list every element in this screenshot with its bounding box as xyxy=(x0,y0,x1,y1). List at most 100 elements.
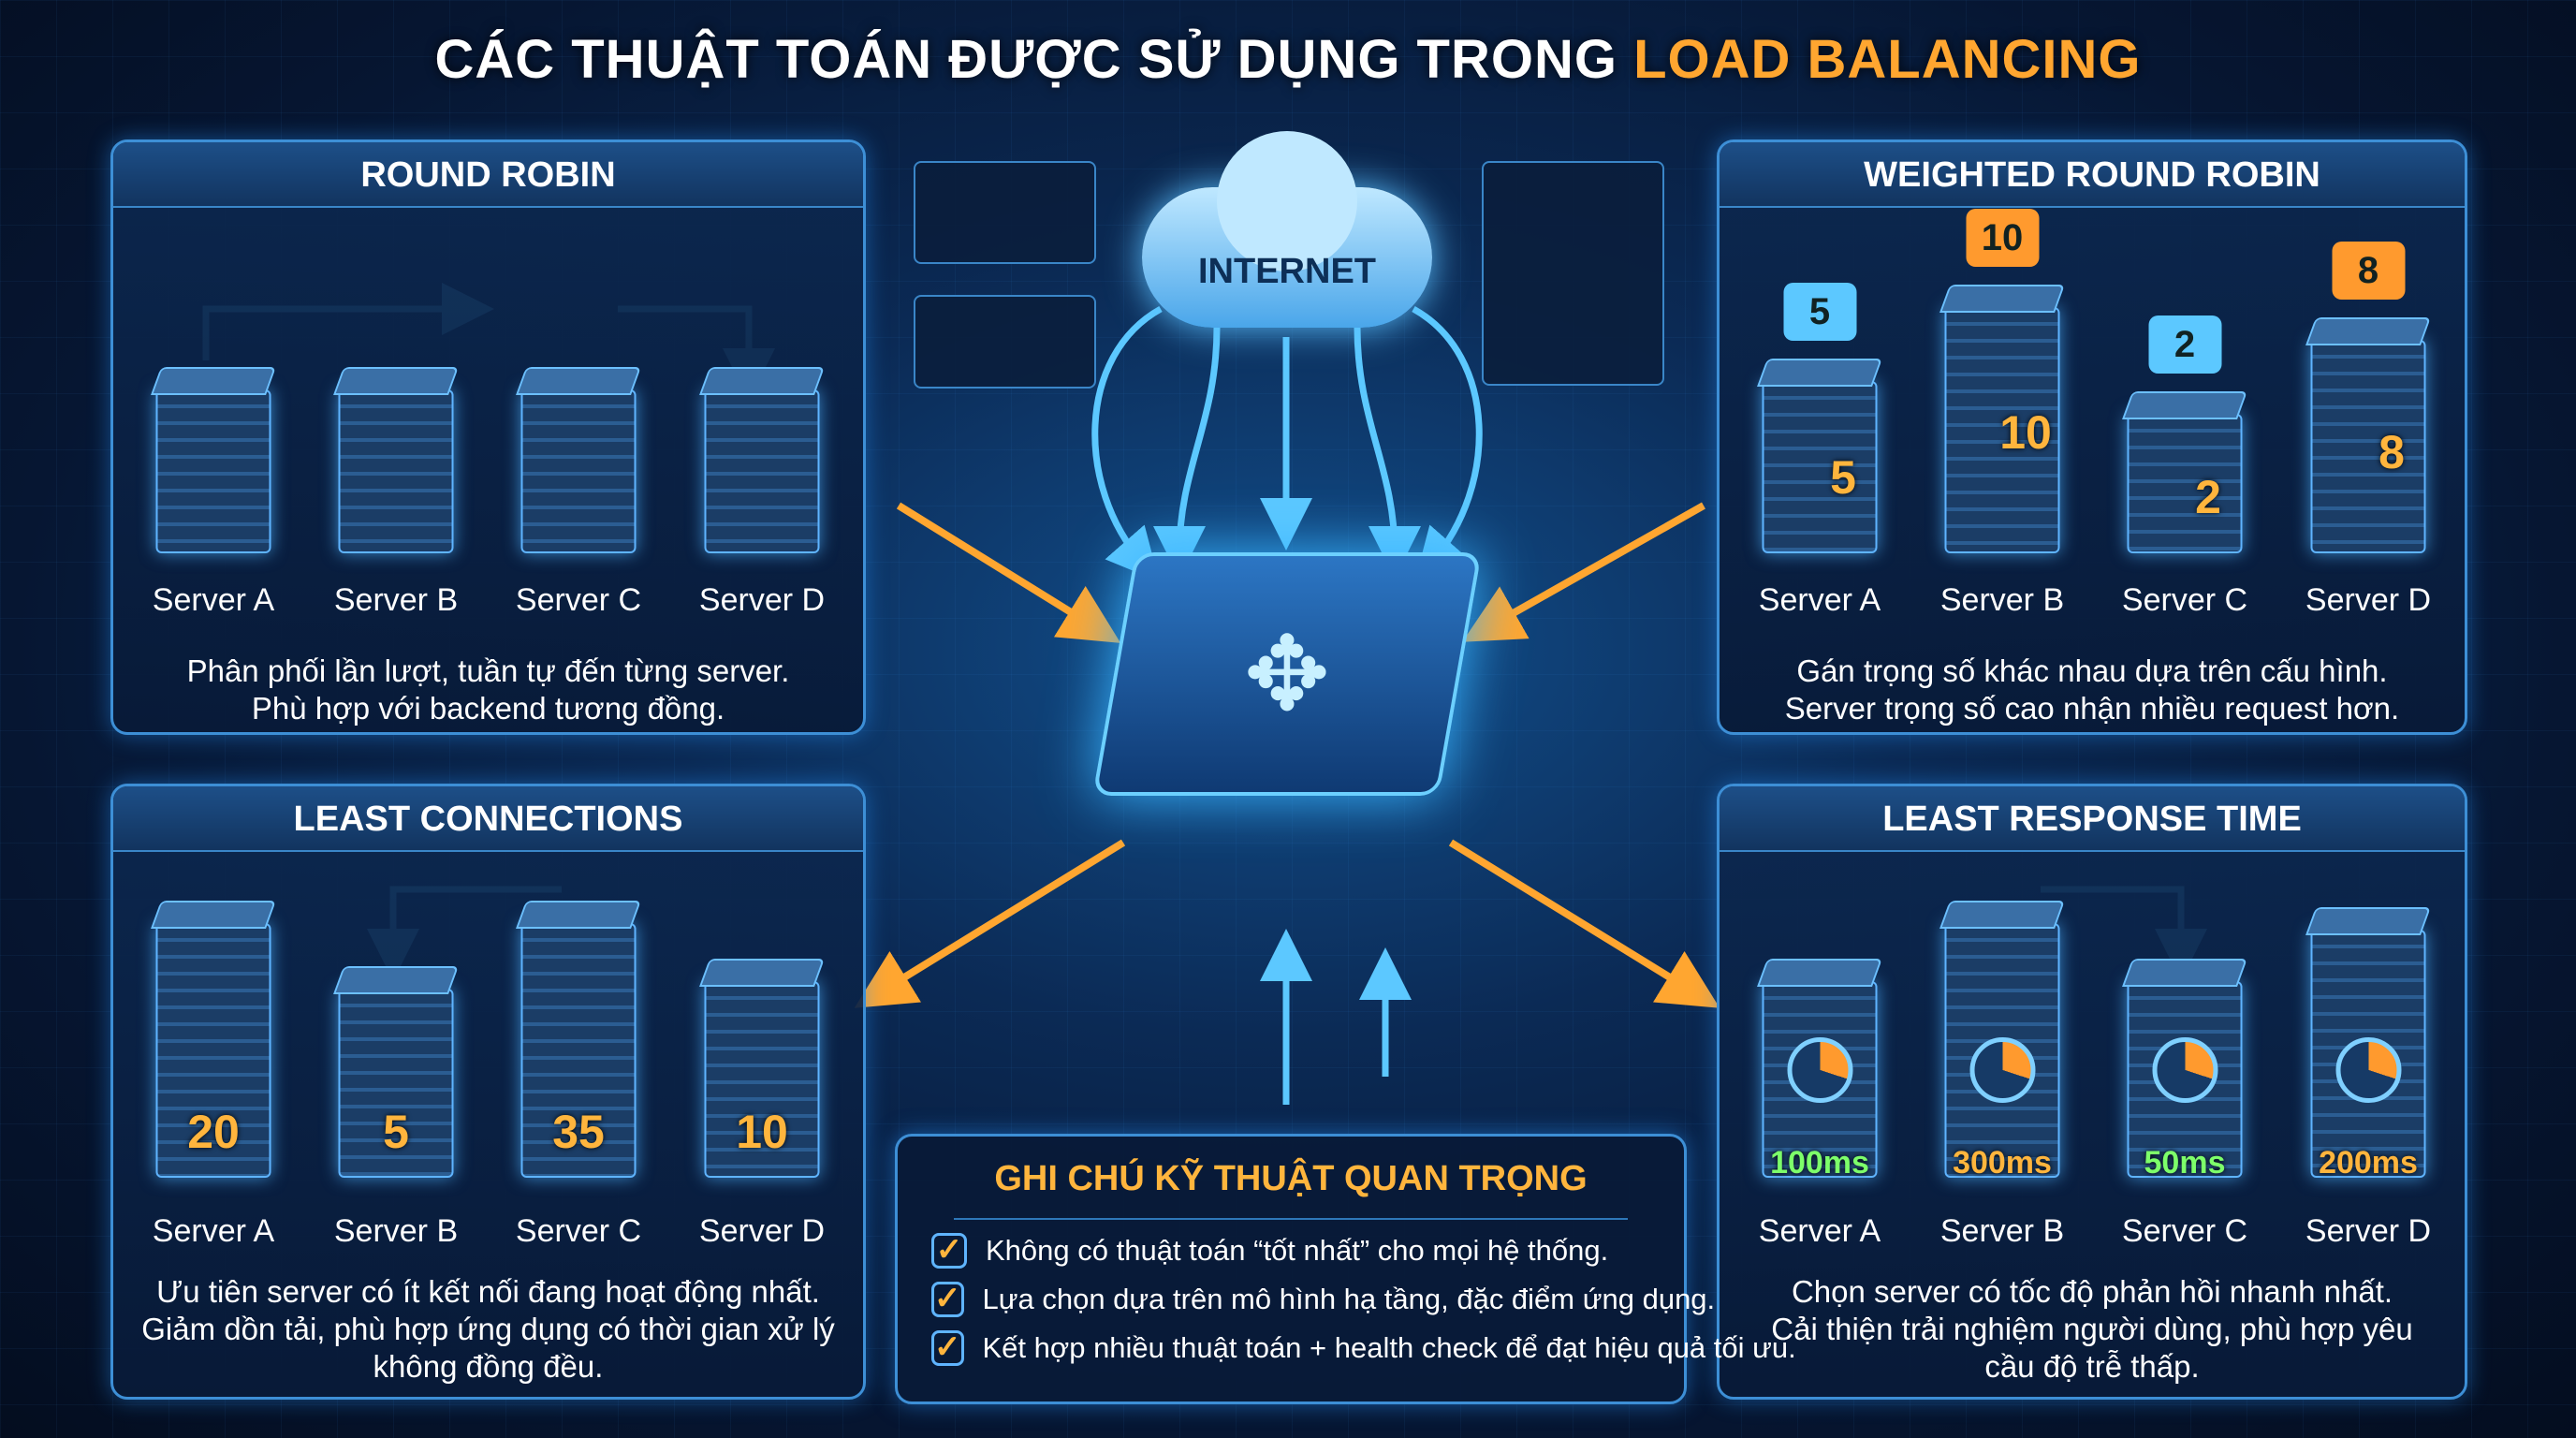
server-rack-icon xyxy=(2310,340,2426,553)
server-rack-icon xyxy=(338,389,454,553)
panel-title: WEIGHTED ROUND ROBIN xyxy=(1720,142,2465,208)
title-highlight: LOAD BALANCING xyxy=(1633,29,2142,90)
server-b xyxy=(338,389,454,553)
server-d: 200ms xyxy=(2310,930,2426,1181)
response-time: 100ms xyxy=(1770,1145,1869,1181)
technical-notes-box: GHI CHÚ KỸ THUẬT QUAN TRỌNG ✓ Không có th… xyxy=(895,1134,1796,1404)
server-c xyxy=(520,389,637,553)
server-rack-icon xyxy=(1944,307,2060,553)
weight-badge: 5 xyxy=(1783,283,1856,341)
server-label: Server D xyxy=(2305,1213,2432,1249)
server-d xyxy=(704,389,820,553)
server-label: Server C xyxy=(515,582,642,618)
distribute-arrows-icon: ✥ xyxy=(1243,617,1331,732)
server-label: Server B xyxy=(1939,582,2065,618)
panel-title: LEAST RESPONSE TIME xyxy=(1720,786,2465,852)
server-rack-icon xyxy=(2127,414,2243,553)
weight-badge: 2 xyxy=(2148,315,2221,374)
page-title: CÁC THUẬT TOÁN ĐƯỢC SỬ DỤNG TRONG LOAD B… xyxy=(0,28,2576,91)
server-rack-icon xyxy=(1762,381,1878,553)
response-time: 300ms xyxy=(1953,1145,2052,1181)
server-label: Server A xyxy=(1758,1213,1881,1249)
notes-title: GHI CHÚ KỸ THUẬT QUAN TRỌNG xyxy=(954,1159,1628,1220)
title-text: CÁC THUẬT TOÁN ĐƯỢC SỬ DỤNG TRONG xyxy=(434,29,1634,90)
bar-chart-window-icon xyxy=(914,295,1096,389)
server-rack-icon xyxy=(704,981,820,1178)
checkbox-icon: ✓ xyxy=(931,1330,964,1366)
panel-description: Gán trọng số khác nhau dựa trên cấu hình… xyxy=(1720,653,2465,727)
note-text: Không có thuật toán “tốt nhất” cho mọi h… xyxy=(986,1234,1609,1267)
connection-count: 10 xyxy=(736,1106,788,1158)
description-line: Cải thiện trải nghiệm người dùng, phù hợ… xyxy=(1771,1312,2413,1346)
panel-description: Ưu tiên server có ít kết nối đang hoạt đ… xyxy=(113,1273,863,1386)
server-label: Server D xyxy=(698,1213,826,1249)
connection-count: 35 xyxy=(552,1106,605,1158)
server-rack-icon xyxy=(155,923,271,1178)
weight-badge: 8 xyxy=(2332,242,2405,300)
response-time: 50ms xyxy=(2144,1145,2226,1181)
server-rack-icon xyxy=(2127,981,2243,1178)
server-rack-icon xyxy=(338,989,454,1178)
server-a: 100ms xyxy=(1762,981,1878,1181)
code-window-icon xyxy=(914,161,1096,264)
panel-description: Phân phối lần lượt, tuần tự đến từng ser… xyxy=(113,653,863,727)
server-label: Server C xyxy=(515,1213,642,1249)
description-line: cầu độ trễ thấp. xyxy=(1984,1349,2200,1384)
stopwatch-icon xyxy=(2152,1037,2217,1103)
checkbox-icon: ✓ xyxy=(931,1233,967,1269)
server-rack-icon xyxy=(520,389,637,553)
description-line: không đồng đều. xyxy=(373,1349,604,1384)
server-a xyxy=(155,389,271,553)
server-rack-icon xyxy=(520,923,637,1178)
panel-title: ROUND ROBIN xyxy=(113,142,863,208)
weight-value: 2 xyxy=(2195,470,2221,523)
panel-description: Chọn server có tốc độ phản hồi nhanh nhấ… xyxy=(1720,1273,2465,1386)
server-label: Server A xyxy=(152,582,275,618)
description-line: Phù hợp với backend tương đồng. xyxy=(251,691,725,726)
panel-title: LEAST CONNECTIONS xyxy=(113,786,863,852)
server-label: Server B xyxy=(1939,1213,2065,1249)
server-label: Server C xyxy=(2121,582,2248,618)
server-b: 5 xyxy=(338,989,454,1178)
load-balancer-chip: ✥ xyxy=(1092,552,1482,796)
weight-badge: 10 xyxy=(1966,209,2039,267)
terminal-window-icon xyxy=(1482,161,1664,386)
weight-value: 5 xyxy=(1830,450,1856,504)
server-label: Server B xyxy=(333,582,459,618)
stopwatch-icon xyxy=(1969,1037,2035,1103)
internet-label: INTERNET xyxy=(1198,252,1376,291)
server-c: 50ms xyxy=(2127,981,2243,1181)
checkbox-icon: ✓ xyxy=(931,1282,964,1317)
internet-cloud: INTERNET xyxy=(1142,131,1432,328)
description-line: Chọn server có tốc độ phản hồi nhanh nhấ… xyxy=(1791,1274,2393,1309)
connection-count: 5 xyxy=(383,1106,409,1158)
server-label: Server A xyxy=(152,1213,275,1249)
note-text: Kết hợp nhiều thuật toán + health check … xyxy=(982,1331,1796,1364)
server-rack-icon xyxy=(704,389,820,553)
server-rack-icon xyxy=(155,389,271,553)
server-b: 10 10 xyxy=(1944,209,2060,553)
server-a: 20 xyxy=(155,923,271,1178)
server-d: 10 xyxy=(704,981,820,1178)
server-label: Server C xyxy=(2121,1213,2248,1249)
connection-count: 20 xyxy=(187,1106,240,1158)
weight-value: 8 xyxy=(2378,426,2405,479)
description-line: Gán trọng số khác nhau dựa trên cấu hình… xyxy=(1796,653,2388,688)
weight-value: 10 xyxy=(1999,406,2052,460)
server-label: Server B xyxy=(333,1213,459,1249)
stopwatch-icon xyxy=(1787,1037,1852,1103)
server-b: 300ms xyxy=(1944,923,2060,1181)
description-line: Phân phối lần lượt, tuần tự đến từng ser… xyxy=(186,653,790,688)
response-time: 200ms xyxy=(2319,1145,2418,1181)
server-label: Server A xyxy=(1758,582,1881,618)
description-line: Giảm dồn tải, phù hợp ứng dụng có thời g… xyxy=(141,1312,835,1346)
note-text: Lựa chọn dựa trên mô hình hạ tầng, đặc đ… xyxy=(982,1283,1716,1315)
server-c: 35 xyxy=(520,923,637,1178)
note-item: ✓ Kết hợp nhiều thuật toán + health check… xyxy=(931,1330,1796,1366)
